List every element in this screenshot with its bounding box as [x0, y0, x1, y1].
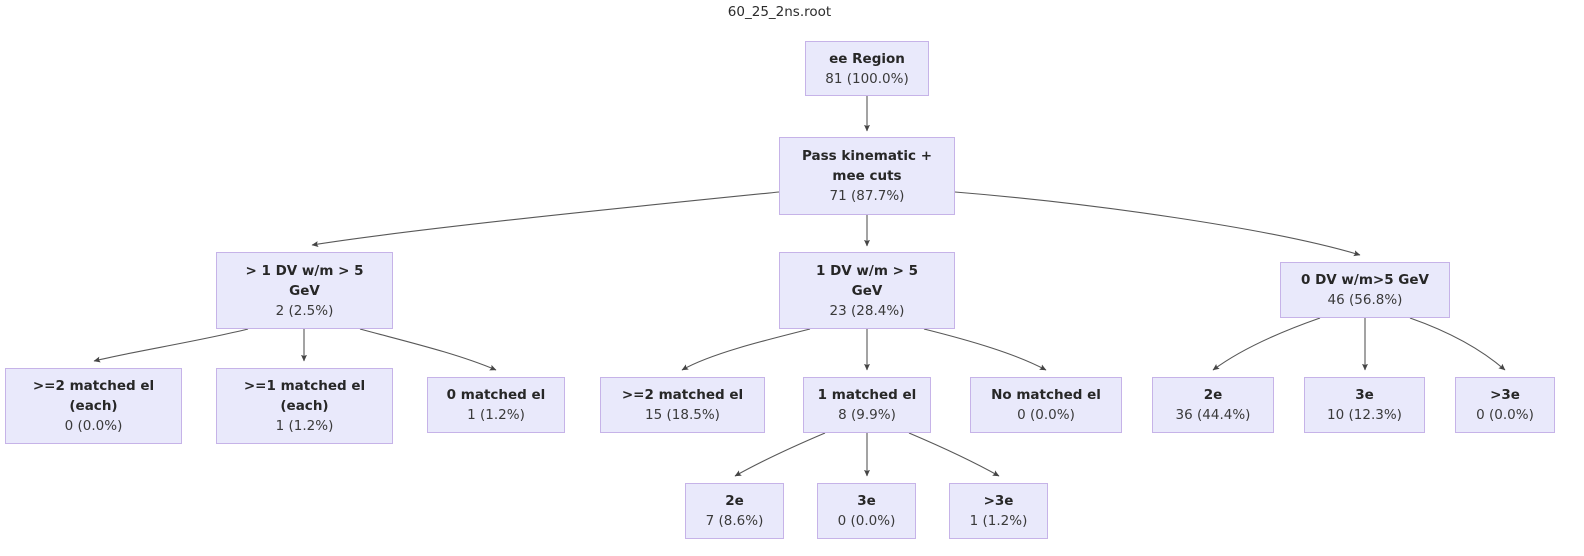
- node-label: 3e: [1355, 387, 1374, 403]
- edge-dv_eq0-to-r_gt3e: [1409, 317, 1506, 371]
- node-label: >=1 matched el(each): [243, 378, 366, 414]
- node-label: 3e: [857, 493, 876, 509]
- edge-one_matched-to-m_gt3e: [908, 432, 1000, 477]
- node-count: 8 (9.9%): [838, 407, 896, 423]
- node-count: 1 (1.2%): [969, 513, 1028, 529]
- node-label: No matched el: [991, 387, 1101, 403]
- node-r_2e[interactable]: 2e 36 (44.4%): [1152, 377, 1274, 433]
- node-label: 2e: [1203, 387, 1223, 403]
- node-kinematic[interactable]: Pass kinematic +mee cuts 71 (87.7%): [779, 137, 955, 215]
- node-count: 0 (0.0%): [837, 513, 896, 529]
- node-label: ee Region: [829, 50, 905, 67]
- node-label: >3e: [1490, 387, 1520, 403]
- node-ge1_each[interactable]: >=1 matched el(each) 1 (1.2%): [216, 368, 393, 444]
- node-ge2_each[interactable]: >=2 matched el(each) 0 (0.0%): [5, 368, 182, 444]
- edge-dv_eq1-to-no_matched: [923, 328, 1047, 371]
- node-no_matched[interactable]: No matched el 0 (0.0%): [970, 377, 1122, 433]
- edge-one_matched-to-m_2e: [734, 432, 826, 477]
- node-count: 1 (1.2%): [467, 407, 525, 423]
- node-count: 23 (28.4%): [829, 302, 905, 319]
- node-label: 0 DV w/m>5 GeV: [1300, 272, 1429, 288]
- node-root[interactable]: ee Region 81 (100.0%): [805, 41, 929, 96]
- node-count: 46 (56.8%): [1327, 292, 1403, 308]
- node-r_gt3e[interactable]: >3e 0 (0.0%): [1455, 377, 1555, 433]
- node-one_matched[interactable]: 1 matched el 8 (9.9%): [803, 377, 931, 433]
- node-label: 1 matched el: [817, 387, 917, 403]
- edge-dv_eq0-to-r_2e: [1212, 317, 1321, 371]
- node-count: 2 (2.5%): [275, 302, 334, 319]
- node-count: 1 (1.2%): [275, 418, 334, 434]
- node-zero_matched[interactable]: 0 matched el 1 (1.2%): [427, 377, 565, 433]
- graph-title: 60_25_2ns.root: [727, 4, 832, 20]
- node-m_2e[interactable]: 2e 7 (8.6%): [685, 483, 784, 539]
- edge-dv_gt1-to-ge2_each: [93, 328, 249, 363]
- node-m_gt3e[interactable]: >3e 1 (1.2%): [949, 483, 1048, 539]
- node-count: 10 (12.3%): [1327, 407, 1402, 423]
- edge-dv_eq1-to-ge2_matched: [681, 328, 811, 371]
- node-label: >3e: [983, 493, 1014, 509]
- node-count: 81 (100.0%): [825, 70, 909, 87]
- edge-kinematic-to-dv_gt1: [311, 191, 780, 247]
- node-label: Pass kinematic +mee cuts: [801, 148, 933, 184]
- node-count: 7 (8.6%): [705, 513, 764, 529]
- edge-dv_gt1-to-zero_matched: [359, 328, 497, 371]
- node-count: 36 (44.4%): [1175, 407, 1251, 423]
- node-label: >=2 matched el(each): [32, 378, 155, 414]
- edge-kinematic-to-dv_eq0: [954, 191, 1361, 257]
- node-count: 15 (18.5%): [645, 407, 720, 423]
- node-ge2_matched[interactable]: >=2 matched el 15 (18.5%): [600, 377, 765, 433]
- node-count: 0 (0.0%): [1476, 407, 1534, 423]
- node-count: 0 (0.0%): [1017, 407, 1075, 423]
- node-r_3e[interactable]: 3e 10 (12.3%): [1304, 377, 1425, 433]
- node-label: >=2 matched el: [621, 387, 744, 403]
- node-label: 2e: [725, 493, 744, 509]
- node-count: 0 (0.0%): [64, 418, 123, 434]
- node-count: 71 (87.7%): [829, 188, 905, 204]
- node-m_3e[interactable]: 3e 0 (0.0%): [817, 483, 916, 539]
- node-label: 0 matched el: [446, 387, 546, 403]
- node-dv_eq0[interactable]: 0 DV w/m>5 GeV 46 (56.8%): [1280, 262, 1450, 318]
